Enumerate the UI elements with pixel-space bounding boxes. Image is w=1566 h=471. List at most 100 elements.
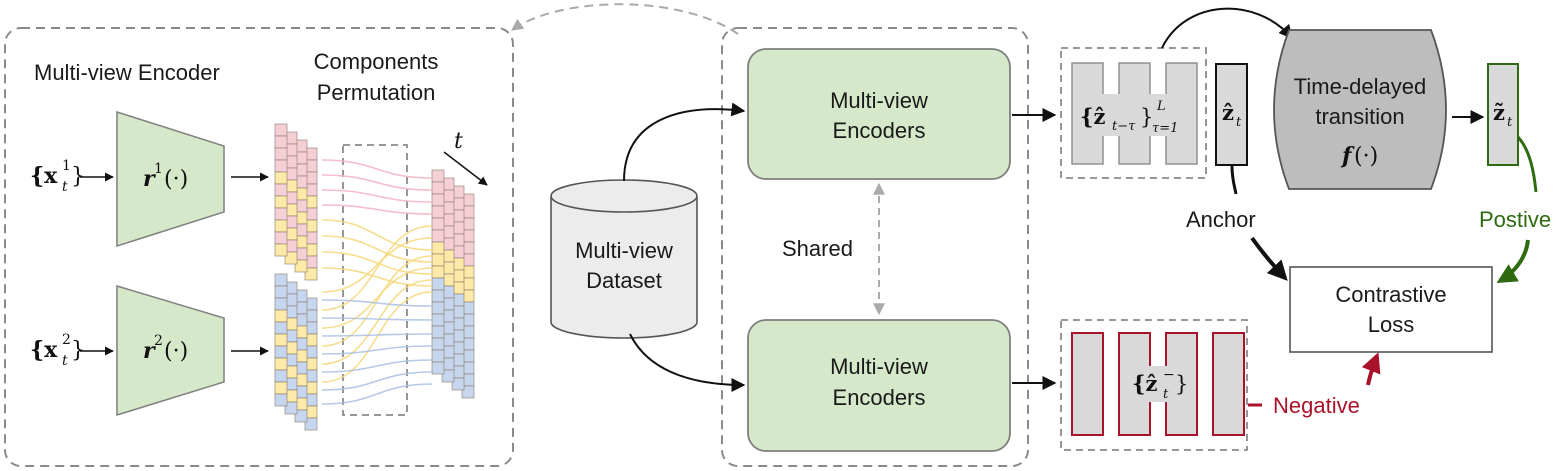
input-view-1: {x 1 t } [30, 158, 85, 195]
encoder-bottom-label-2: Encoders [833, 385, 926, 410]
component-cell [274, 147, 288, 161]
component-cell [294, 259, 308, 273]
component-cell [304, 417, 318, 431]
time-arrow [443, 151, 488, 186]
svg-text:1: 1 [154, 161, 163, 177]
component-cell [274, 369, 288, 383]
component-cell [274, 297, 288, 311]
svg-text:L: L [1156, 99, 1166, 114]
arrow-history-transition [1161, 7, 1293, 49]
permutation-curve [321, 267, 433, 329]
component-cell [274, 243, 288, 257]
negative-block-4 [1212, 332, 1245, 436]
permutation-curve [321, 333, 433, 337]
permutation-curve [321, 204, 433, 215]
permutation-curve [321, 291, 433, 383]
encoder-bottom-label-1: Multi-view [830, 354, 928, 379]
svg-text:t: t [1236, 115, 1242, 130]
encoder-r2-label: r 2 (·) [143, 333, 188, 364]
current-label: ẑ t [1222, 100, 1242, 130]
permutation-curve [321, 159, 433, 179]
svg-text:}: } [1175, 372, 1188, 396]
component-cell [274, 321, 288, 335]
component-cell [431, 229, 445, 243]
svg-text:2: 2 [154, 333, 163, 349]
component-cell [274, 207, 288, 221]
svg-text:(·): (·) [164, 339, 188, 364]
component-cell [431, 277, 445, 291]
permutation-box [342, 144, 408, 416]
component-cell [274, 231, 288, 245]
permutation-curve [321, 383, 433, 405]
permutation-curve [321, 371, 433, 391]
permutation-curve [321, 299, 433, 307]
svg-text:t: t [62, 353, 68, 369]
component-cell [304, 267, 318, 281]
component-cell [461, 385, 475, 399]
svg-text:f: f [1340, 143, 1355, 169]
svg-text:}: } [1140, 105, 1153, 129]
permutation-curve [321, 279, 433, 365]
dataset-cylinder [550, 179, 698, 339]
history-label: {ẑ t−τ } L τ=1 [1077, 94, 1194, 136]
permutation-curve [321, 225, 433, 311]
component-cell [274, 381, 288, 395]
positive-label: Postive [1479, 207, 1551, 232]
anchor-arrow [1250, 236, 1288, 281]
component-cell [431, 193, 445, 207]
component-cell [431, 361, 445, 375]
left-panel-frame [4, 27, 514, 467]
positive-arrow [1496, 239, 1530, 284]
permutation-title-1: Components [314, 49, 439, 74]
history-box [1060, 47, 1207, 179]
dataset-label-1: Multi-view [575, 238, 673, 263]
encoder-r1-label: r 1 (·) [143, 161, 188, 192]
svg-text:t: t [62, 179, 68, 195]
svg-text:ẑ: ẑ [1222, 100, 1234, 125]
component-cell [274, 285, 288, 299]
svg-text:}: } [71, 164, 85, 189]
component-cell [274, 123, 288, 137]
svg-text:{x: {x [30, 337, 58, 363]
svg-text:t: t [1163, 387, 1169, 402]
component-cell [431, 349, 445, 363]
component-cell [431, 313, 445, 327]
svg-text:z̃: z̃ [1493, 100, 1505, 125]
svg-text:{ẑ: {ẑ [1132, 371, 1158, 396]
svg-text:r: r [143, 166, 156, 192]
component-cell [431, 253, 445, 267]
arrow-dataset-top [623, 102, 746, 182]
encoder-top-label-2: Encoders [833, 118, 926, 143]
middle-panel-frame [721, 27, 1029, 467]
permutation-curve [321, 345, 433, 355]
loss-label-2: Loss [1368, 312, 1414, 337]
svg-text:t: t [1507, 115, 1513, 130]
permutation-curve [321, 174, 433, 191]
positive-stub [1516, 135, 1538, 193]
component-cell [274, 195, 288, 209]
permutation-curve [321, 255, 433, 347]
encoder-top-label-1: Multi-view [830, 88, 928, 113]
component-cell [431, 205, 445, 219]
anchor-stub [1230, 165, 1238, 195]
component-cell [431, 301, 445, 315]
component-cell [284, 401, 298, 415]
component-stacks [274, 123, 475, 431]
contrastive-loss-box [1289, 266, 1493, 353]
component-cell [274, 333, 288, 347]
svg-text:{ẑ: {ẑ [1080, 104, 1106, 129]
component-cell [431, 289, 445, 303]
component-cell [274, 357, 288, 371]
detail-arrow [511, 3, 739, 35]
encoder-top [747, 48, 1011, 180]
anchor-label: Anchor [1186, 207, 1256, 232]
permutation-curve [321, 189, 433, 203]
arrow-dataset-bottom [629, 333, 746, 392]
svg-text:τ=1: τ=1 [1152, 121, 1178, 136]
component-cell [431, 217, 445, 231]
permutation-curve [321, 219, 433, 251]
transition-label-2: transition [1315, 104, 1404, 129]
component-cell [431, 241, 445, 255]
